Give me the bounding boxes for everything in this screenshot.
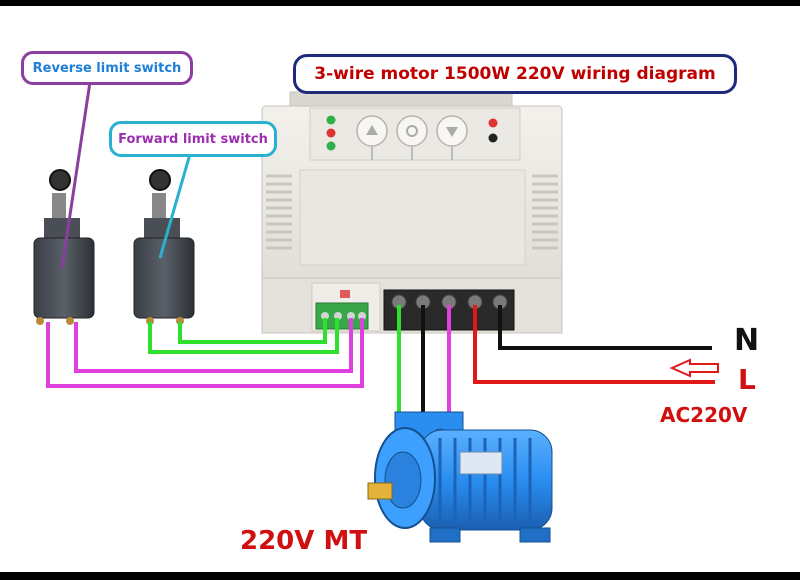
led-green-2 [326, 141, 336, 151]
forward-limit-switch-label: Forward limit switch [118, 131, 268, 147]
reverse-limit-switch-device [33, 169, 95, 325]
forward-callout-pointer [158, 153, 192, 259]
led-red-1 [326, 128, 336, 138]
reverse-limit-switch-label: Reverse limit switch [32, 60, 182, 76]
live-arrow-icon [669, 358, 719, 378]
title-box: 3-wire motor 1500W 220V wiring diagram [293, 54, 737, 94]
button-down-icon [436, 115, 468, 160]
vent-right [532, 174, 558, 250]
motor-shaft [367, 482, 393, 500]
bottom-frame-bar [0, 572, 800, 580]
neutral-label: N [734, 323, 760, 358]
vent-left [266, 174, 292, 250]
dip-switch [340, 290, 350, 298]
diagram-title: 3-wire motor 1500W 220V wiring diagram [314, 64, 716, 84]
led-red-2 [488, 118, 498, 128]
controller-module [261, 91, 563, 334]
button-up-icon [356, 115, 388, 160]
motor-wires [397, 305, 451, 415]
supply-label: AC220V [660, 403, 748, 427]
control-wires [46, 318, 364, 388]
led-green-1 [326, 115, 336, 125]
reverse-callout-pointer [60, 81, 92, 269]
motor-label: 220V MT [240, 526, 368, 556]
motor-icon [367, 411, 553, 543]
motor-nameplate [459, 451, 503, 475]
top-frame-bar [0, 0, 800, 6]
led-black [488, 133, 498, 143]
forward-limit-switch-callout: Forward limit switch [109, 121, 277, 157]
power-wires [473, 305, 715, 384]
button-stop-icon [396, 115, 428, 160]
reverse-limit-switch-callout: Reverse limit switch [21, 51, 193, 85]
live-label: L [738, 363, 756, 396]
